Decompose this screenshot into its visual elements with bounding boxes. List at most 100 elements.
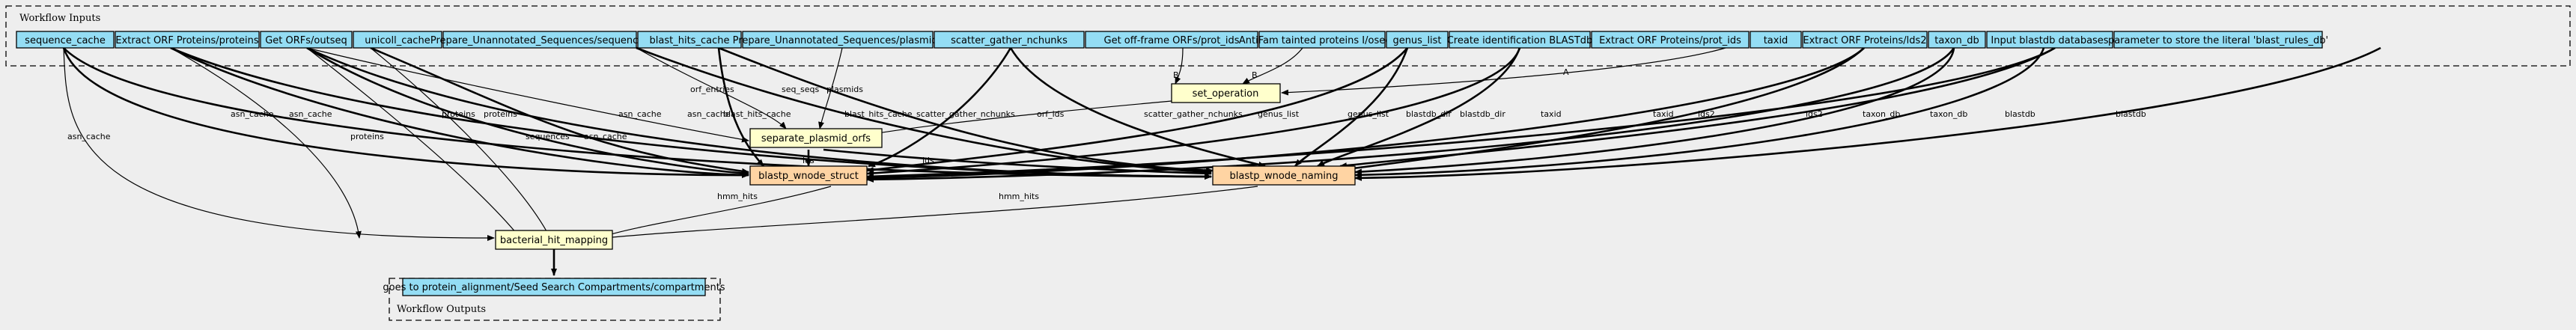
step-blastp-wnode-struct-label: blastp_wnode_struct	[758, 171, 859, 182]
step-separate-plasmid-orfs[interactable]: separate_plasmid_orfs	[749, 128, 883, 148]
edge-label-proteins-2: proteins	[442, 109, 475, 119]
input-node-label: taxid	[1764, 35, 1788, 46]
edge-labels: asn_cache asn_cache asn_cache proteins p…	[67, 67, 2146, 201]
output-compartments[interactable]: goes to protein_alignment/Seed Search Co…	[383, 278, 725, 296]
input-node-label: scatter_gather_nchunks	[951, 35, 1068, 46]
edge-genus-naming	[1294, 47, 1409, 167]
input-node-label: blast_hits_cache	[650, 35, 730, 46]
input-node-extract-orf-proteins-lds2[interactable]: Extract ORF Proteins/lds2	[1802, 31, 1928, 49]
edge-proteins-struct	[170, 46, 749, 178]
edge-label-scatter-gather-1: scatter_gather_nchunks	[916, 109, 1015, 119]
edge-nchunks-naming	[1009, 47, 1266, 168]
edge-label-asn-cache-4: asn_cache	[584, 132, 627, 141]
input-node-unicoll-cache[interactable]: unicoll_cache	[353, 31, 442, 49]
edge-outseq-naming	[306, 46, 1212, 180]
edge-setop-separate	[868, 100, 1172, 137]
input-node-prepare-unannotated-sequences-sequences[interactable]: Prepare_Unannotated_Sequences/sequences	[430, 31, 649, 49]
step-blastp-wnode-naming-label: blastp_wnode_naming	[1230, 171, 1339, 182]
input-node-label: Prepare_Unannotated_Sequences/sequences	[430, 35, 649, 46]
input-node-create-identification-blastdb[interactable]: Create identification BLASTdb	[1447, 31, 1593, 49]
edge-label-genus-list-1: genus_list	[1258, 109, 1300, 119]
edge-label-taxon-db-1: taxon_db	[1863, 109, 1900, 119]
edge-label-hmm-hits-2: hmm_hits	[999, 192, 1039, 201]
edge-label-lds2-1: lds2	[1698, 109, 1715, 119]
edge-label-asn-cache-3: asn_cache	[289, 109, 332, 119]
input-node-label: taxon_db	[1934, 35, 1979, 46]
edge-blastdbdir-naming	[1317, 47, 1521, 168]
edge-label-blastdb-1: blastdb	[2005, 109, 2035, 119]
input-node-taxon-db[interactable]: taxon_db	[1928, 31, 1986, 49]
edge-label-proteins-1: proteins	[350, 132, 384, 141]
edge-label-asn-cache-1: asn_cache	[67, 132, 111, 141]
edge-separate-naming	[823, 148, 1212, 177]
edge-antifam-setop	[1242, 47, 1303, 85]
edge-label-sequences: sequences	[526, 132, 570, 141]
edge-unicoll-struct	[370, 46, 749, 174]
edge-taxid-naming	[1339, 46, 2056, 169]
input-node-scatter-gather-nchunks[interactable]: scatter_gather_nchunks	[934, 31, 1085, 49]
edge-label-blastdb-dir-2: blastdb_dir	[1460, 109, 1505, 119]
edge-lds2-naming	[1347, 47, 1865, 171]
input-node-antifam-tainted-proteins-i-oseqids[interactable]: AntiFam tainted proteins I/oseqids	[1239, 31, 1405, 49]
input-node-get-orfs-outseq[interactable]: Get ORFs/outseq	[260, 31, 353, 49]
step-set-operation[interactable]: set_operation	[1171, 83, 1281, 103]
input-node-input-blastdb-databases[interactable]: Input blastdb databases	[1986, 31, 2113, 49]
edge-label-taxid-1: taxid	[1541, 109, 1562, 119]
edge-label-seq-seqs: seq_seqs	[782, 85, 819, 94]
edge-label-ids-2: ids	[922, 156, 934, 165]
edge-rulesdb-naming	[1354, 46, 2381, 181]
edge-lds2-struct	[866, 47, 1865, 181]
step-set-operation-label: set_operation	[1193, 88, 1259, 100]
edge-plasmids-separate	[818, 47, 843, 129]
edge-seqcache-naming	[63, 47, 1212, 180]
edge-nchunks-struct	[868, 47, 1012, 168]
edge-label-proteins-3: proteins	[484, 109, 517, 119]
edge-label-ids-1: ids	[803, 156, 814, 165]
edge-label-blast-hits-cache-2: blast_hits_cache	[844, 109, 913, 119]
edge-struct-mapping	[598, 186, 832, 239]
edge-outseq-separate	[306, 47, 749, 143]
input-node-blast-hits-cache[interactable]: blast_hits_cache	[637, 31, 742, 49]
step-separate-plasmid-orfs-label: separate_plasmid_orfs	[761, 133, 871, 144]
input-node-label: Input blastdb databases	[1991, 35, 2108, 46]
input-node-prepare-unannotated-sequences-plasmids[interactable]: Prepare_Unannotated_Sequences/plasmids	[733, 31, 943, 49]
edge-protids-setop	[1281, 47, 1726, 96]
edge-label-asn-cache-2: asn_cache	[231, 109, 274, 119]
input-node-extract-orf-proteins-prot-ids[interactable]: Extract ORF Proteins/prot_ids	[1591, 31, 1750, 49]
edge-label-scatter-gather-2: scatter_gather_nchunks	[1144, 109, 1243, 119]
input-node-label: Extract ORF Proteins/prot_ids	[1599, 35, 1741, 46]
step-bacterial-hit-mapping-label: bacterial_hit_mapping	[500, 235, 608, 246]
input-node-label: unicoll_cache	[365, 35, 430, 46]
step-blastp-wnode-struct[interactable]: blastp_wnode_struct	[749, 165, 868, 186]
edge-blasthits-naming	[718, 46, 1214, 174]
workflow-inputs-title: Workflow Inputs	[19, 13, 100, 24]
edge-label-asn-cache-5: asn_cache	[618, 109, 662, 119]
edge-blasthits-struct	[717, 47, 764, 167]
edge-label-a: A	[1563, 67, 1569, 77]
input-node-get-off-frame-orfs-prot-ids[interactable]: Get off-frame ORFs/prot_ids	[1085, 31, 1258, 49]
edge-taxondb-struct	[866, 47, 1955, 183]
edge-unannot-seq-naming	[636, 46, 1212, 175]
input-node-label: Prepare_Unannotated_Sequences/plasmids	[733, 35, 943, 46]
edge-offframe-setop	[1175, 47, 1184, 85]
step-blastp-wnode-naming[interactable]: blastp_wnode_naming	[1212, 165, 1356, 186]
edge-label-b-1: B	[1173, 70, 1179, 80]
edge-blastdbdir-struct	[866, 47, 1521, 177]
edge-unannot-seq-separate	[636, 47, 787, 129]
edge-label-plasmids: plasmids	[826, 85, 863, 94]
edge-naming-mapping	[604, 186, 1258, 241]
input-node-genus-list[interactable]: genus_list	[1386, 31, 1449, 49]
edge-label-hmm-hits-1: hmm_hits	[717, 192, 758, 201]
edge-blastdb-naming	[1354, 47, 2045, 178]
step-bacterial-hit-mapping[interactable]: bacterial_hit_mapping	[495, 230, 613, 250]
input-node-taxid[interactable]: taxid	[1750, 31, 1802, 49]
input-node-parameter-to-store-the-literal-blast-rules-db[interactable]: parameter to store the literal 'blast_ru…	[2108, 31, 2328, 49]
edge-label-asn-cache-6: asn_cache	[687, 109, 731, 119]
input-node-extract-orf-proteins-proteins[interactable]: Extract ORF Proteins/proteins	[115, 31, 260, 49]
edge-seqcache-struct	[62, 47, 749, 179]
input-node-label: parameter to store the literal 'blast_ru…	[2108, 35, 2328, 46]
input-node-label: Get ORFs/outseq	[265, 35, 347, 46]
input-node-sequence-cache[interactable]: sequence_cache	[16, 31, 115, 49]
